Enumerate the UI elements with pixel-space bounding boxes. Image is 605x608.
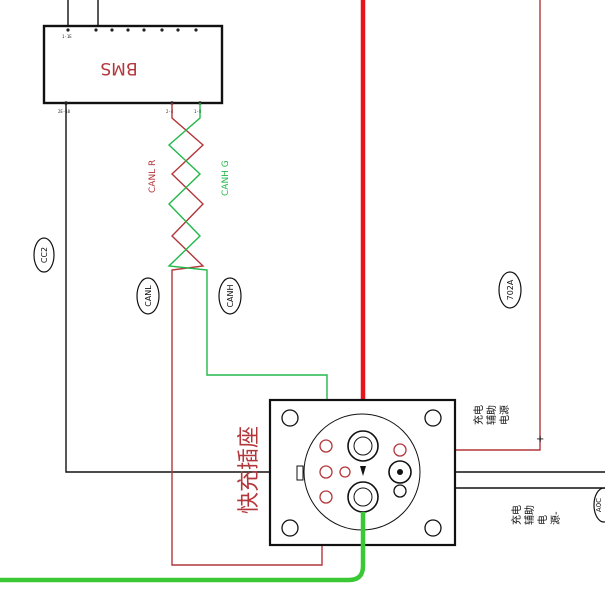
svg-text:源-: 源-	[549, 511, 562, 525]
connector-label: 快充插座	[237, 426, 262, 514]
bms-top-pins	[66, 28, 198, 32]
svg-text:电源: 电源	[498, 405, 511, 425]
aux-power-plus-wire	[400, 0, 541, 451]
s-minus-pin	[319, 490, 333, 504]
connector-key-marker	[360, 466, 366, 476]
dc-plus-pin-inner	[353, 436, 373, 456]
tag-cc2: CC2	[33, 237, 55, 273]
aux-power-minus-label: 充电 辅助 电 源-	[510, 505, 562, 525]
tag-canh: CANH	[218, 277, 242, 315]
mount-hole-bl	[281, 519, 299, 537]
svg-text:充电: 充电	[472, 405, 485, 425]
mount-hole-tl	[281, 409, 299, 427]
svg-text:电: 电	[536, 515, 549, 525]
a-plus-pin	[393, 443, 407, 457]
svg-text:+: +	[536, 434, 544, 445]
bms-label: BMS	[100, 58, 137, 78]
svg-text:CANL: CANL	[144, 285, 153, 307]
s-plus-pin	[319, 439, 333, 453]
svg-text:702A: 702A	[506, 279, 515, 300]
mount-hole-br	[424, 519, 442, 537]
canh-wire	[167, 103, 328, 440]
svg-text:CANH: CANH	[226, 284, 235, 307]
bms-pin-bottom-right-a: 2-4	[166, 109, 174, 114]
svg-text:辅助: 辅助	[485, 405, 498, 425]
cc2-pin	[319, 465, 333, 479]
can-twisted-pair: CANL R CANH G	[148, 103, 328, 566]
bms-pin-bottom-left: 2E-10	[58, 109, 71, 114]
bms-box	[42, 24, 224, 105]
tag-canl: CANL	[136, 277, 160, 315]
bms-pin-top-left: 1-1E	[62, 34, 72, 39]
a-minus-pin	[393, 484, 407, 498]
canl-wire	[170, 103, 323, 566]
tag-partial: A0C	[593, 487, 605, 523]
dc-minus-pin-inner	[353, 487, 373, 507]
connector-key-notch	[296, 465, 304, 481]
bms-top-leads	[67, 0, 99, 26]
bms-pin-bottom-right-b: 1-8	[194, 109, 202, 114]
mount-hole-tr	[424, 409, 442, 427]
canl-vertical-label: CANL R	[148, 160, 158, 193]
canh-vertical-label: CANH G	[221, 160, 231, 196]
cc2-wire	[65, 103, 605, 473]
tag-702a: 702A	[498, 271, 522, 309]
cc1-pin	[339, 466, 351, 478]
dc-minus-thick-wire	[0, 512, 366, 583]
svg-text:A0C: A0C	[595, 498, 603, 512]
bms-module: BMS 1-1E 2E-10 2-4 1-8	[42, 24, 224, 114]
svg-text:CC2: CC2	[40, 247, 49, 263]
pe-pin-dot	[397, 469, 403, 475]
svg-text:充电: 充电	[510, 505, 523, 525]
svg-text:辅助: 辅助	[523, 505, 536, 525]
fast-charge-connector: 快充插座	[237, 398, 457, 547]
aux-power-plus-label: 充电 辅助 电源 +	[472, 405, 544, 445]
